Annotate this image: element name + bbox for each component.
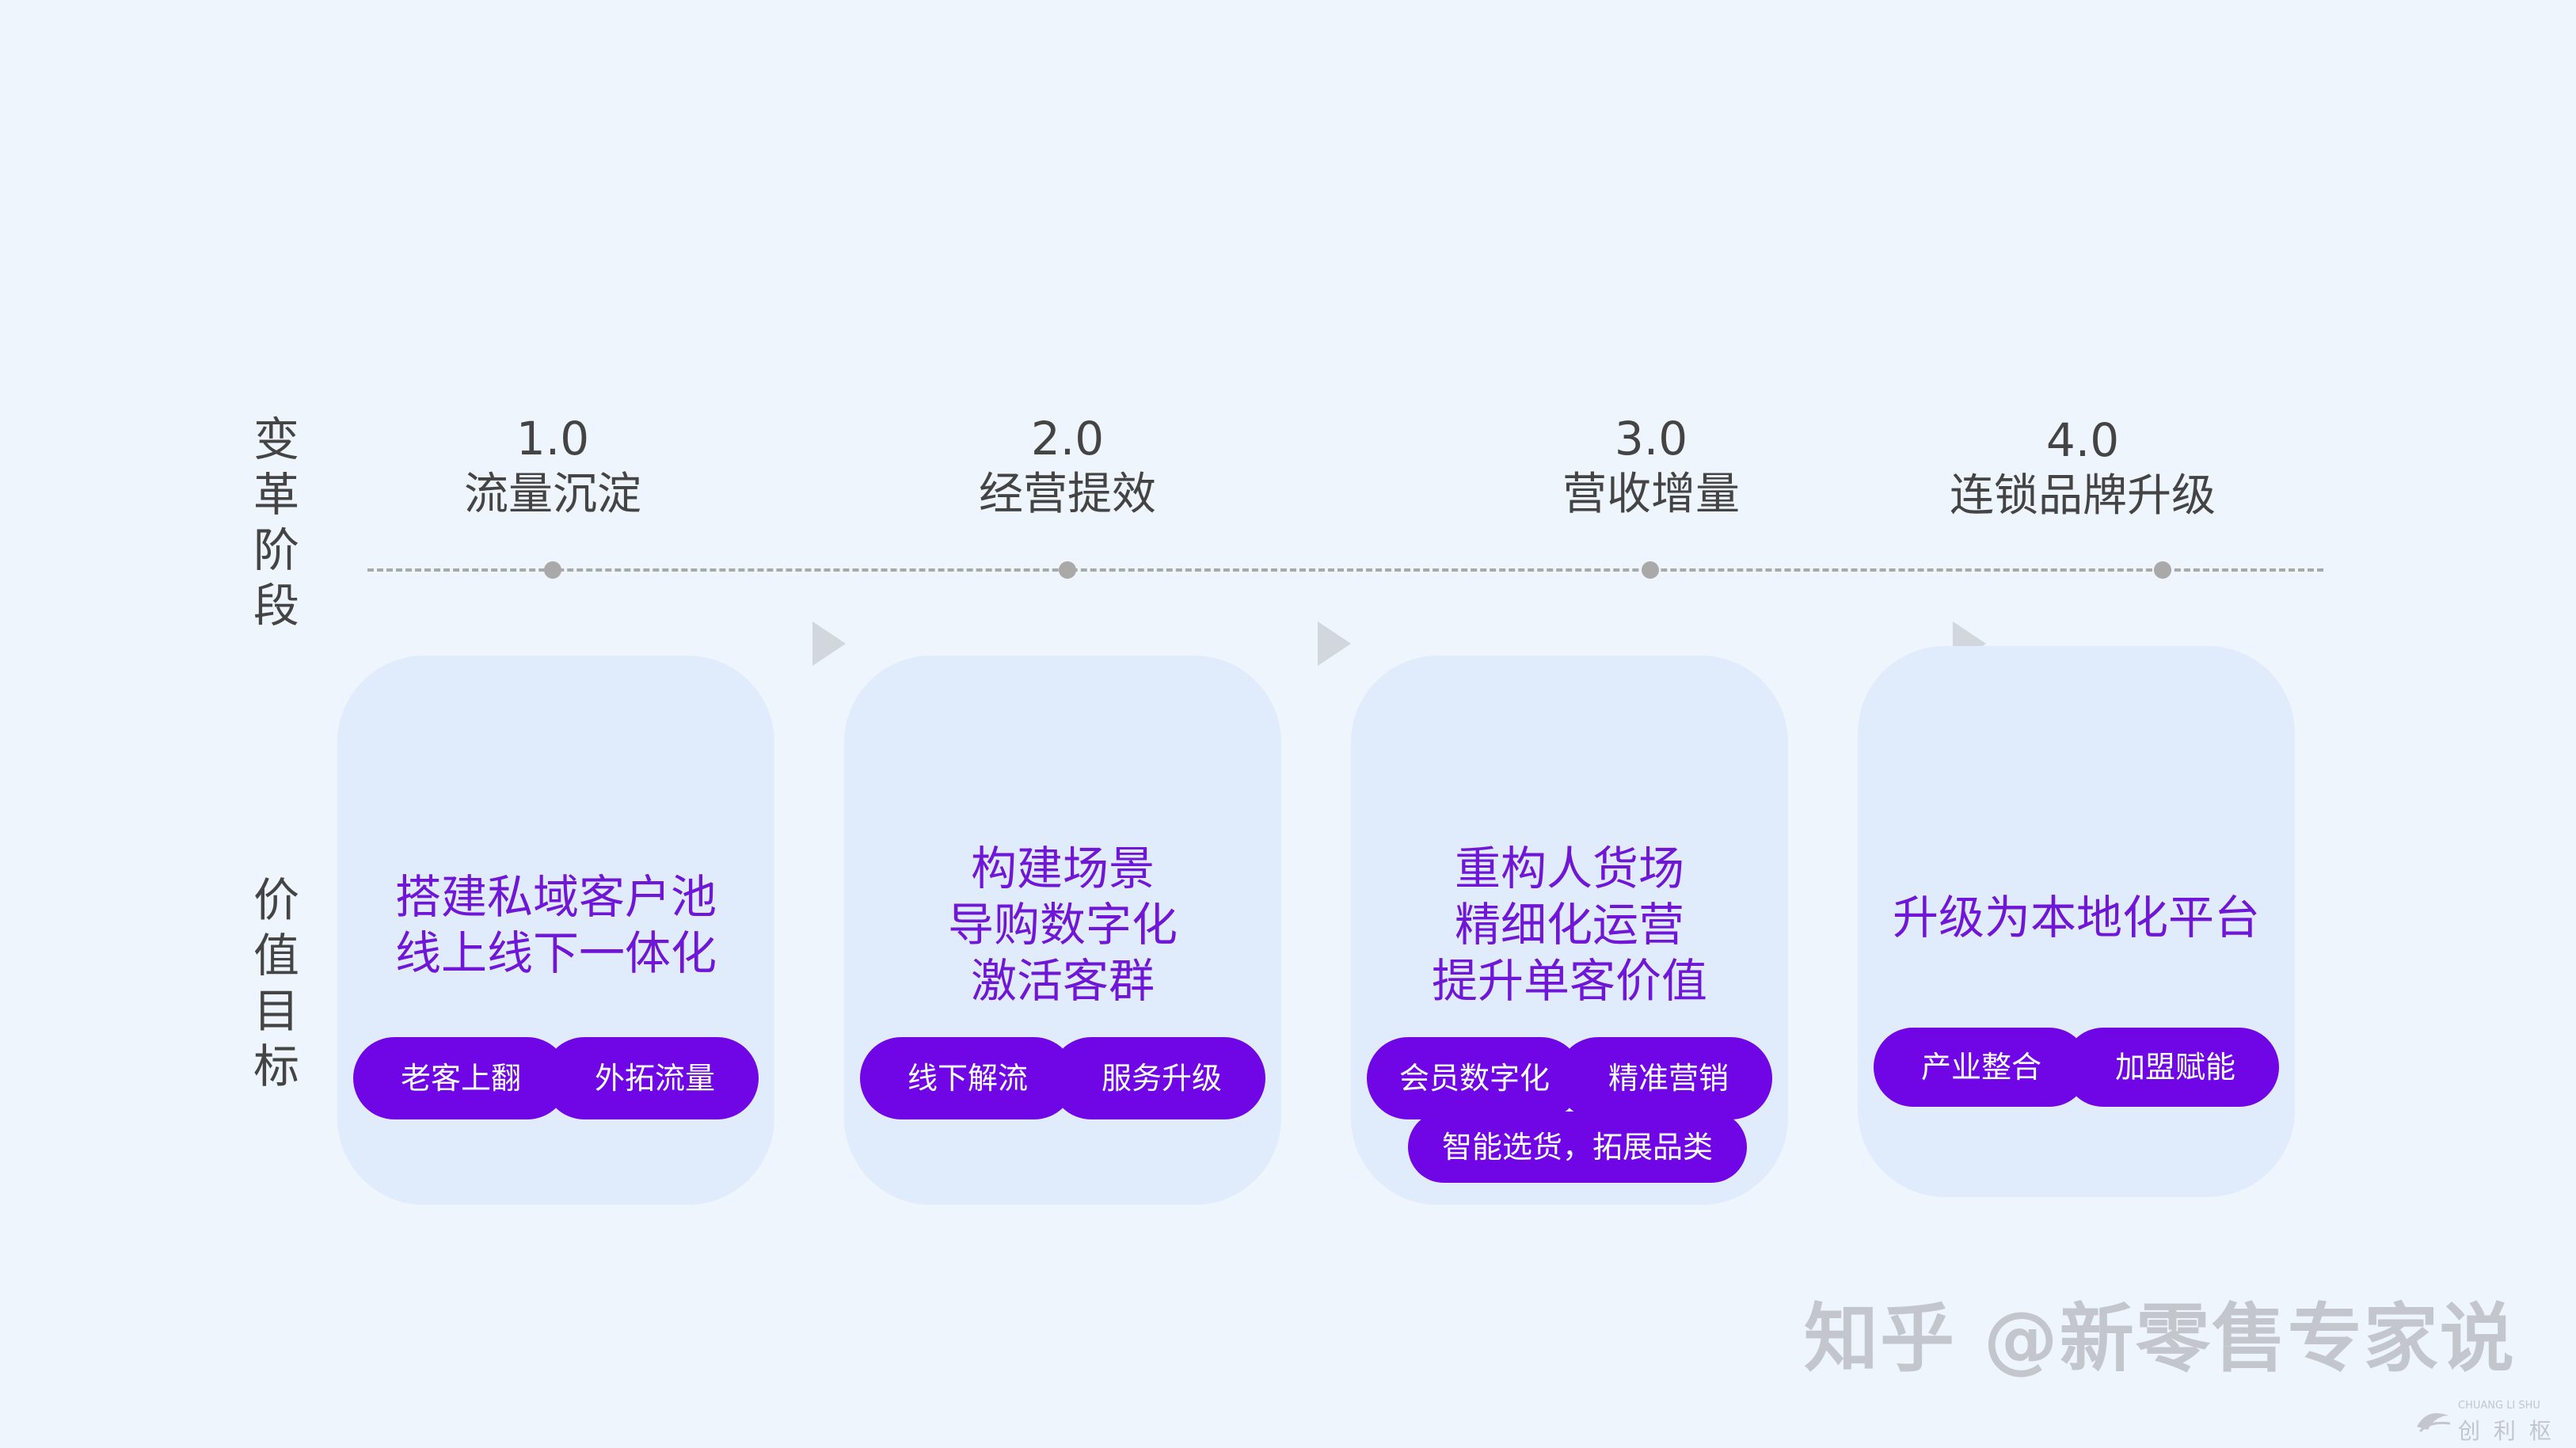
timeline-dot	[544, 561, 561, 579]
stage-title: 流量沉淀	[464, 469, 641, 520]
stage-card-3: 重构人货场 精细化运营 提升单客价值 精准营销 会员数字化 智能选货，拓展品类	[1351, 656, 1788, 1205]
goal-line: 重构人货场	[1454, 842, 1684, 895]
stage-card-4: 升级为本地化平台 加盟赋能 产业整合	[1858, 646, 2295, 1197]
tag-pill: 会员数字化	[1367, 1037, 1582, 1119]
stage-header-1: 1.0 流量沉淀	[355, 410, 751, 523]
logo-text-cn: 创 利 枢	[2458, 1418, 2555, 1444]
value-goal-text: 重构人货场 精细化运营 提升单客价值	[1351, 841, 1788, 1009]
chevron-right-icon	[1318, 621, 1351, 666]
goal-line: 线上线下一体化	[394, 926, 717, 980]
stage-header-2: 2.0 经营提效	[869, 410, 1265, 523]
stage-title: 经营提效	[979, 469, 1156, 520]
stage-number: 4.0	[2045, 413, 2120, 467]
row-label-value-goal: 价 值 目 标	[249, 872, 304, 1094]
chevron-right-icon	[812, 621, 846, 666]
row-label-char: 段	[253, 579, 299, 633]
stage-header-4: 4.0 连锁品牌升级	[1885, 412, 2281, 524]
zhihu-watermark: 知乎 @新零售专家说	[1804, 1296, 2516, 1382]
row-label-char: 值	[253, 929, 299, 982]
tag-pill: 服务升级	[1050, 1037, 1265, 1119]
row-label-char: 价	[253, 873, 299, 927]
tag-pill: 老客上翻	[353, 1037, 569, 1119]
row-label-char: 变	[253, 412, 299, 466]
stage-number: 2.0	[1030, 412, 1105, 466]
wave-logo-icon	[2417, 1412, 2451, 1433]
goal-line: 构建场景	[970, 842, 1155, 895]
goal-line: 搭建私域客户池	[394, 870, 717, 924]
tag-pill: 产业整合	[1874, 1028, 2089, 1107]
row-label-char: 阶	[253, 523, 299, 577]
stage-header-3: 3.0 营收增量	[1453, 410, 1849, 523]
goal-line: 提升单客价值	[1431, 954, 1707, 1008]
row-label-char: 目	[253, 984, 299, 1038]
row-label-char: 革	[253, 468, 299, 522]
row-label-transformation-stage: 变 革 阶 段	[249, 412, 304, 633]
corner-logo: CHUANG LI SHU 创 利 枢	[2414, 1398, 2569, 1444]
goal-line: 激活客群	[970, 954, 1155, 1008]
stage-number: 3.0	[1614, 412, 1688, 466]
value-goal-text: 搭建私域客户池 线上线下一体化	[337, 869, 774, 982]
goal-line: 升级为本地化平台	[1892, 891, 2260, 944]
stage-card-1: 搭建私域客户池 线上线下一体化 外拓流量 老客上翻	[337, 656, 774, 1205]
tag-pill: 加盟赋能	[2064, 1028, 2279, 1107]
timeline-dot	[2154, 561, 2171, 579]
tag-pill: 智能选货，拓展品类	[1408, 1112, 1747, 1183]
value-goal-text: 构建场景 导购数字化 激活客群	[844, 841, 1281, 1009]
timeline-dashed-line	[367, 568, 2323, 572]
stage-card-2: 构建场景 导购数字化 激活客群 服务升级 线下解流	[844, 656, 1281, 1205]
stage-number: 1.0	[516, 412, 590, 466]
row-label-char: 标	[253, 1039, 299, 1093]
logo-text-en: CHUANG LI SHU	[2458, 1400, 2540, 1412]
tag-pill: 外拓流量	[543, 1037, 759, 1119]
tag-pill: 精准营销	[1557, 1037, 1772, 1119]
stage-title: 营收增量	[1562, 469, 1740, 520]
timeline-dot	[1059, 561, 1076, 579]
timeline-dot	[1642, 561, 1659, 579]
goal-line: 精细化运营	[1454, 898, 1684, 952]
stage-title: 连锁品牌升级	[1950, 470, 2216, 522]
value-goal-text: 升级为本地化平台	[1858, 890, 2295, 946]
goal-line: 导购数字化	[947, 898, 1178, 952]
tag-pill: 线下解流	[860, 1037, 1075, 1119]
